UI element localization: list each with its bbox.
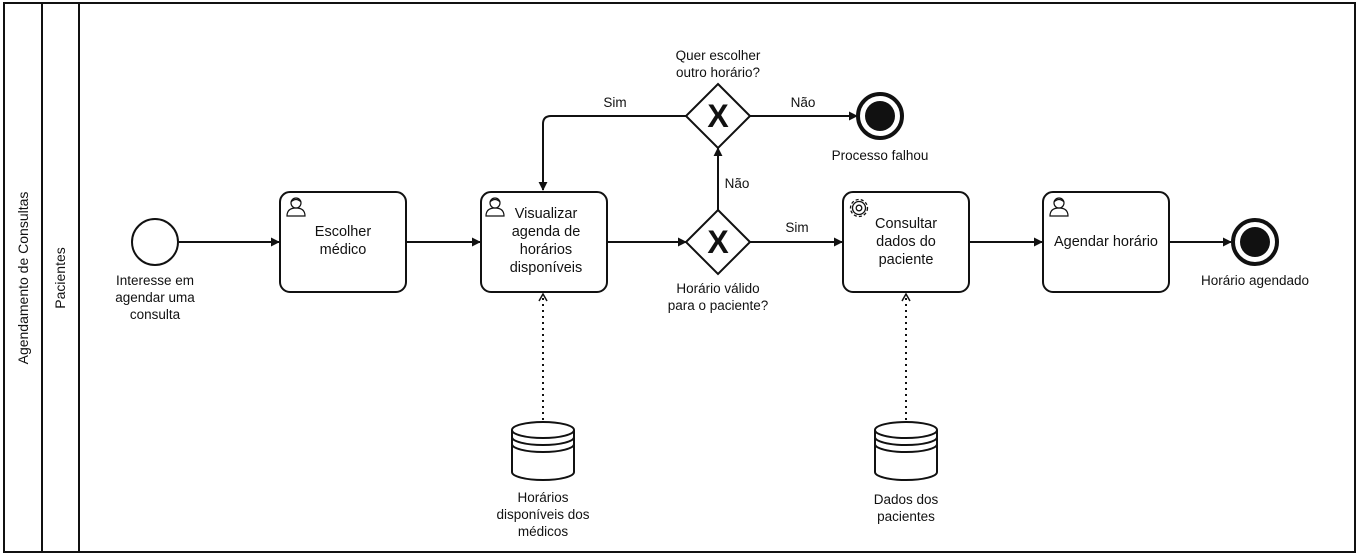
- lane-label: Pacientes: [52, 247, 68, 308]
- task-consultar-label: Consultar dados do paciente: [875, 216, 937, 268]
- flow-label-valido-sim: Sim: [785, 220, 808, 235]
- data-store-horarios[interactable]: [511, 421, 575, 481]
- gateway-x-marker: X: [707, 98, 729, 134]
- label-line: Processo falhou: [832, 148, 929, 163]
- pool-label: Agendamento de Consultas: [15, 192, 31, 365]
- flow-label-outro-nao: Não: [791, 95, 816, 110]
- label-line: outro horário?: [676, 65, 760, 80]
- sequence-flows: [179, 111, 1232, 247]
- label-line: Horários: [517, 490, 568, 505]
- label-line: disponíveis: [510, 260, 583, 276]
- label-line: agenda de: [512, 224, 581, 240]
- label-line: Dados dos: [874, 492, 939, 507]
- label-line: Quer escolher: [676, 48, 761, 63]
- end-event-failed-label: Processo falhou: [832, 148, 929, 163]
- gateway-x-marker: X: [707, 224, 729, 260]
- data-store-pacientes-label: Dados dos pacientes: [874, 492, 939, 524]
- label-line: Escolher: [315, 224, 372, 240]
- user-icon: [1049, 197, 1069, 217]
- label-line: pacientes: [877, 509, 935, 524]
- end-event-failed[interactable]: [856, 92, 904, 140]
- label-line: consulta: [130, 307, 181, 322]
- task-consultar-dados[interactable]: Consultar dados do paciente: [842, 191, 970, 293]
- start-event-label: Interesse em agendar uma consulta: [115, 273, 195, 322]
- flow-outro-sim-back: [538, 115, 686, 191]
- user-icon: [286, 197, 306, 217]
- gateway-horario-valido[interactable]: X: [684, 208, 752, 276]
- gateway-outro-label: Quer escolher outro horário?: [676, 48, 761, 80]
- label-line: horários: [520, 242, 572, 258]
- label-line: disponíveis dos: [496, 507, 589, 522]
- gateway-outro-horario[interactable]: X: [684, 82, 752, 150]
- data-store-pacientes[interactable]: [874, 421, 938, 481]
- task-visualizar-label: Visualizar agenda de horários disponíveis: [510, 206, 583, 276]
- task-escolher-label: Escolher médico: [315, 224, 372, 258]
- task-agendar-horario[interactable]: Agendar horário: [1042, 191, 1170, 293]
- data-store-horarios-label: Horários disponíveis dos médicos: [496, 490, 589, 539]
- label-line: paciente: [879, 252, 934, 268]
- label-line: Horário agendado: [1201, 273, 1309, 288]
- start-event[interactable]: [131, 218, 179, 266]
- end-event-success[interactable]: [1231, 218, 1279, 266]
- label-line: Agendar horário: [1054, 234, 1158, 250]
- label-line: médicos: [518, 524, 569, 539]
- flow-label-outro-sim: Sim: [603, 95, 626, 110]
- task-escolher-medico[interactable]: Escolher médico: [279, 191, 407, 293]
- flow-label-valido-nao: Não: [725, 176, 750, 191]
- gear-icon: [849, 198, 869, 218]
- label-line: médico: [320, 242, 367, 258]
- label-line: dados do: [876, 234, 936, 250]
- label-line: Consultar: [875, 216, 937, 232]
- end-event-success-label: Horário agendado: [1201, 273, 1309, 288]
- label-line: Visualizar: [515, 206, 578, 222]
- label-line: para o paciente?: [668, 298, 769, 313]
- task-agendar-label: Agendar horário: [1054, 234, 1158, 250]
- label-line: agendar uma: [115, 290, 195, 305]
- label-line: Interesse em: [116, 273, 194, 288]
- user-icon: [485, 197, 505, 217]
- task-visualizar-agenda[interactable]: Visualizar agenda de horários disponíveis: [480, 191, 608, 293]
- gateway-valido-label: Horário válido para o paciente?: [668, 281, 769, 313]
- label-line: Horário válido: [676, 281, 759, 296]
